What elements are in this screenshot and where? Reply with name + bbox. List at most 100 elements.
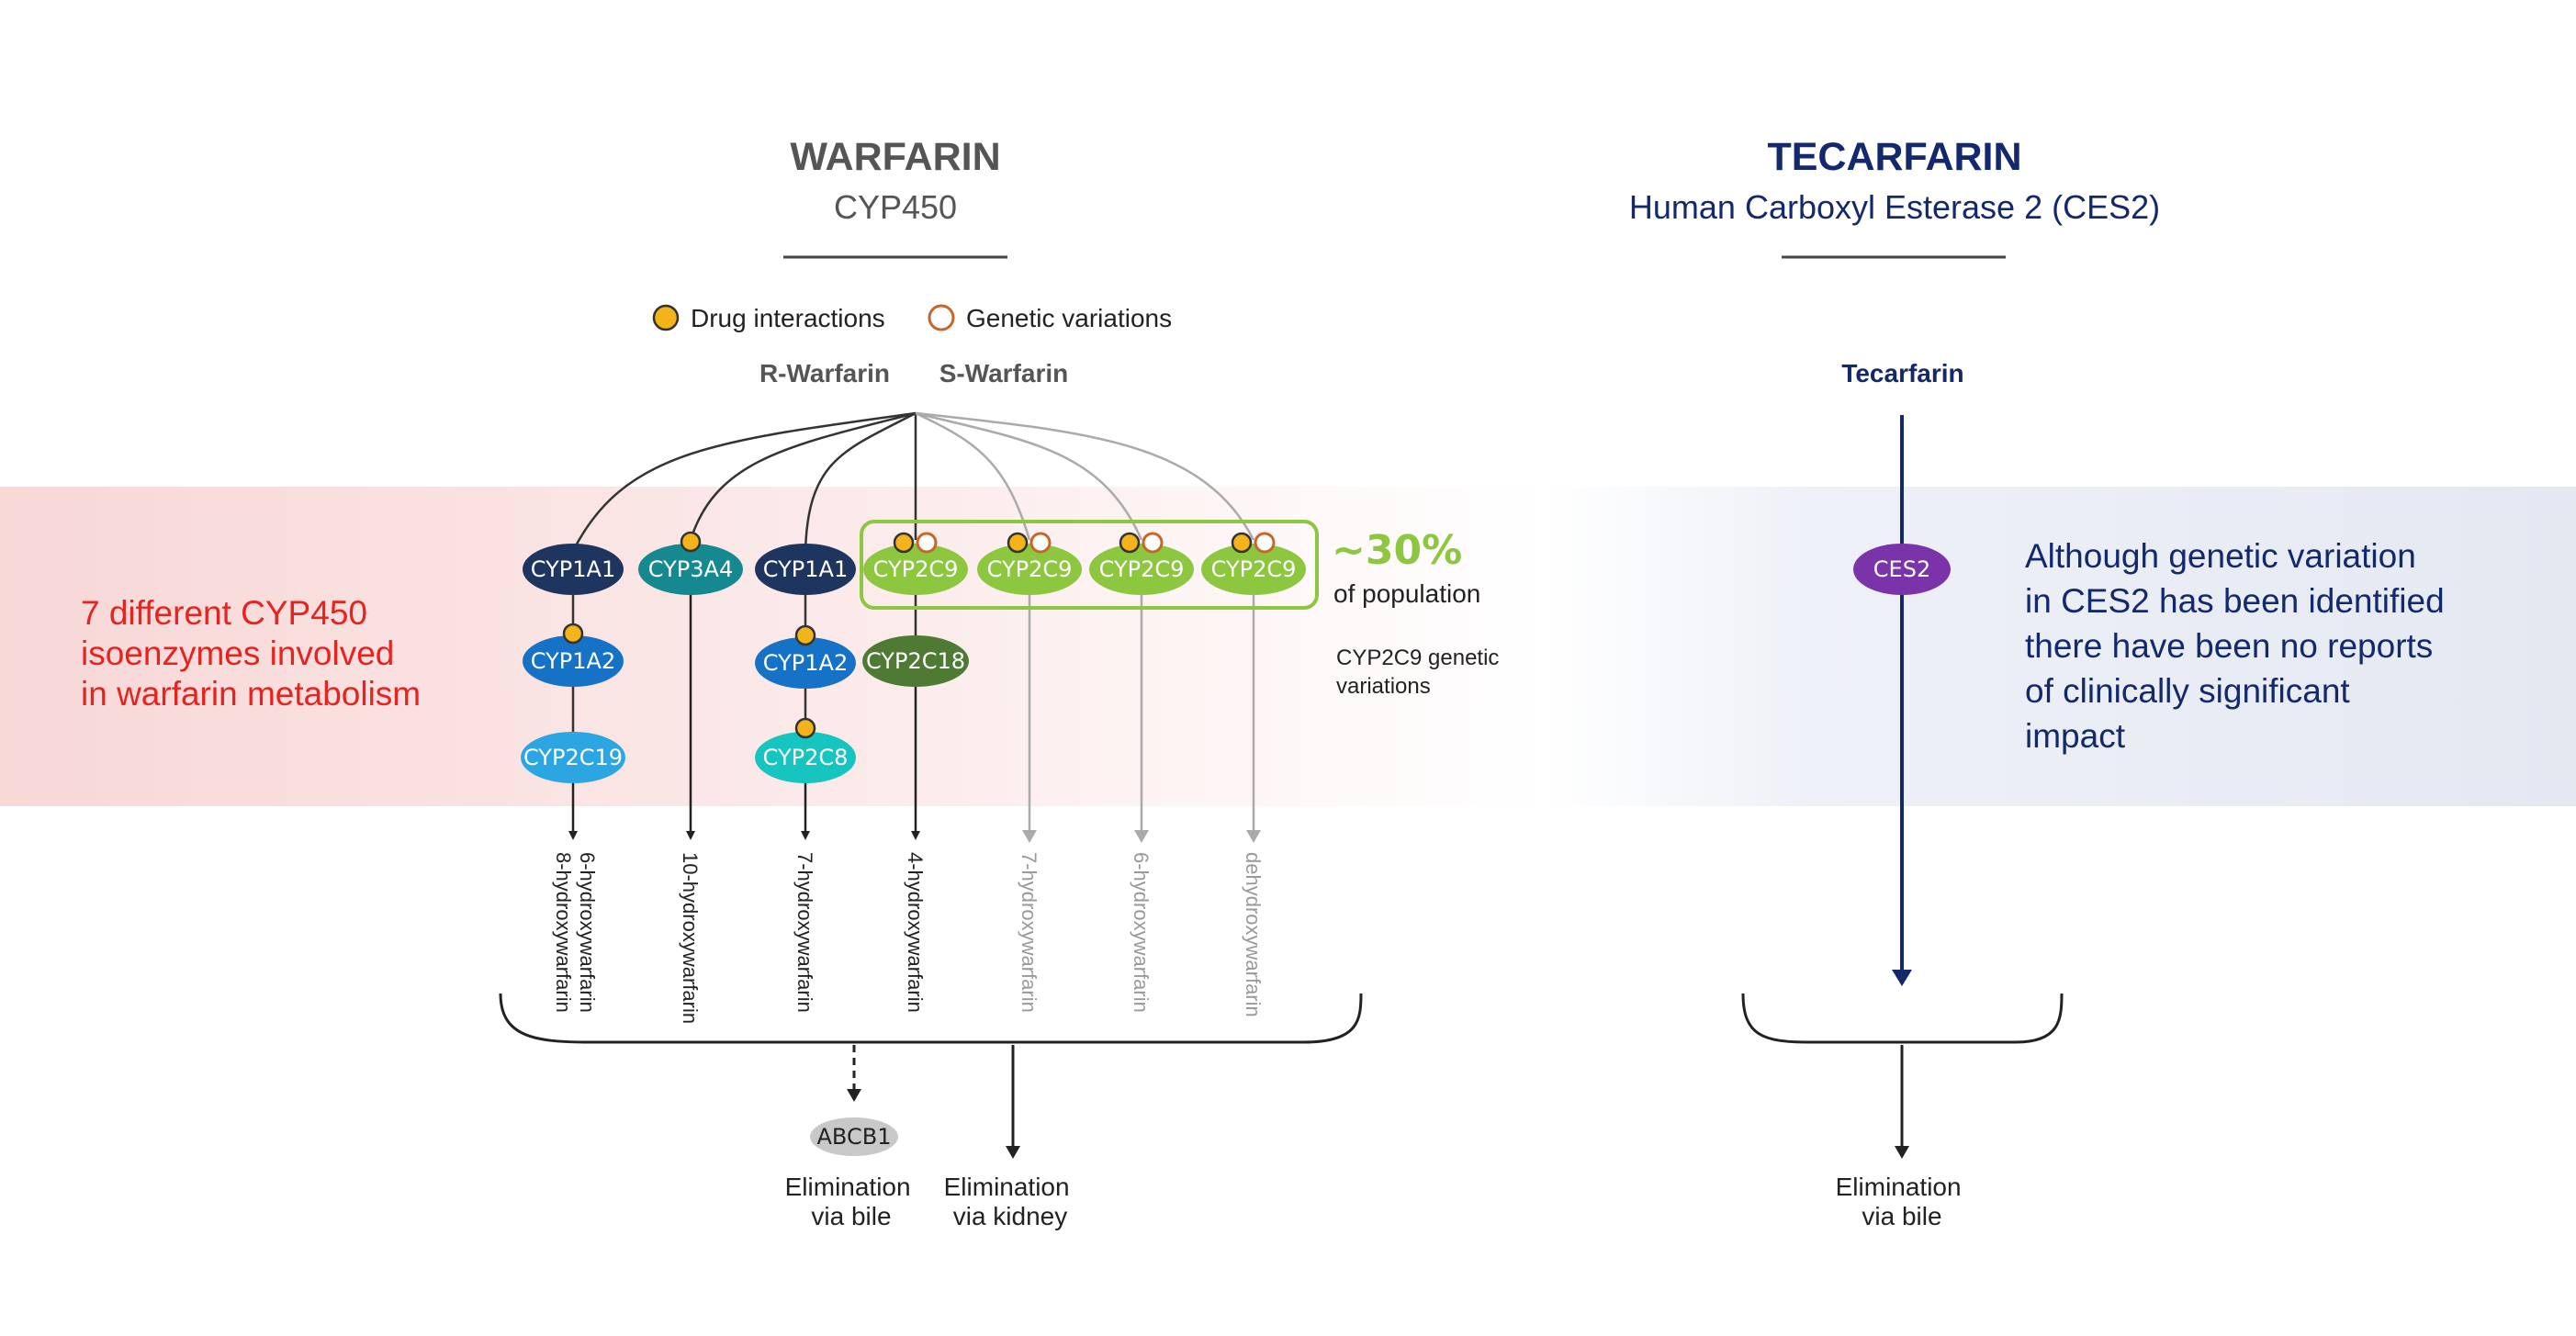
interaction-dot-icon [794,717,816,739]
ces2-label: CES2 [1873,556,1930,582]
cyp2c9-note-line1: CYP2C9 genetic [1336,646,1499,670]
tec-note-line5: impact [2025,717,2126,755]
warfarin-title: WARFARIN [790,135,1000,179]
cyp1a2-label-col1: CYP1A2 [531,648,615,674]
metabolite-6-hydroxywarfarin-s: 6-hydroxywarfarin [1130,852,1153,1013]
tec-note-line4: of clinically significant [2025,672,2350,710]
cyp2c9-group-box [860,520,1319,610]
cyp2c9-enzyme-3 [1089,544,1194,595]
legend-interaction-label: Drug interactions [691,304,885,332]
cyp1a1-label-col1: CYP1A1 [531,556,615,582]
tec-elim-line1: Elimination [1836,1173,1962,1201]
metabolite-labels: 6-hydroxywarfarin 8-hydroxywarfarin 10-h… [552,852,1265,1024]
interaction-dot-icon [794,624,816,646]
branch-cyp2c9-3 [915,411,1143,541]
percent-caption: of population [1333,579,1480,608]
cyp2c19-enzyme [521,732,625,783]
marker-dots [562,531,1276,739]
cyp2c8-label: CYP2C8 [763,745,849,770]
side-note-line2: isoenzymes involved [81,634,394,672]
abcb1-label: ABCB1 [817,1124,892,1150]
warfarin-elim-kidney: Elimination via kidney [944,1173,1077,1230]
percent-callout: ~30% [1332,527,1462,574]
legend-genetic-label: Genetic variations [966,304,1172,332]
metabolite-7-hydroxywarfarin-s: 7-hydroxywarfarin [1018,852,1041,1013]
genetic-ring-icon [1029,532,1052,554]
cyp2c9-enzyme-4 [1201,544,1306,595]
tecarfarin-drug-label: Tecarfarin [1841,359,1963,387]
r-warfarin-label: R-Warfarin [759,359,890,387]
cyp2c9-label-4: CYP2C9 [1211,556,1297,582]
cyp2c9-enzyme-1 [863,544,968,595]
interaction-dot-icon [1119,532,1141,554]
cyp3a4-enzyme [638,544,743,595]
interaction-dot-icon [1007,532,1029,554]
warfarin-branches [571,411,1255,552]
interaction-dot-icon [652,304,680,331]
cyp2c18-enzyme [862,635,969,687]
cyp1a2-label-col3: CYP1A2 [763,650,848,676]
arrow-col7 [1246,830,1261,843]
branch-cyp2c9-4 [915,411,1255,541]
tec-note-line2: in CES2 has been identified [2025,582,2445,620]
cyp2c9-label-1: CYP2C9 [873,556,959,582]
tecarfarin-side-note: Although genetic variation in CES2 has b… [2025,537,2454,755]
metabolite-7-hydroxywarfarin-r: 7-hydroxywarfarin [793,852,816,1013]
branch-cyp1a1-b [804,411,917,552]
interaction-dot-icon [680,531,702,553]
side-note-line3: in warfarin metabolism [81,675,421,713]
tec-note-line1: Although genetic variation [2025,537,2416,575]
warfarin-side-note: 7 different CYP450 isoenzymes involved i… [81,594,421,713]
interaction-dot-icon [562,623,584,645]
genetic-ring-icon [928,304,955,331]
metabolite-dehydroxywarfarin: dehydroxywarfarin [1242,852,1265,1017]
branch-cyp3a4 [689,411,917,541]
cyp2c9-enzyme-2 [977,544,1082,595]
cyp1a1-enzyme-col1 [523,544,624,595]
cyp2c19-label: CYP2C19 [523,745,623,770]
cyp2c9-note: CYP2C9 genetic variations [1336,646,1505,699]
side-note-line1: 7 different CYP450 [81,594,367,632]
cyp1a2-enzyme-col1 [523,635,624,687]
tecarfarin-bile-arrowhead [1895,1146,1909,1159]
cyp1a1-enzyme-col3 [755,544,856,595]
genetic-ring-icon [1254,532,1276,554]
cyp2c9-note-line2: variations [1336,674,1431,699]
warfarin-elim-bile: Elimination via bile [785,1173,918,1230]
warfarin-subtitle: CYP450 [834,188,957,226]
tecarfarin-arrowhead [1892,970,1912,986]
branch-cyp2c9-2 [915,411,1031,541]
bile-arrowhead [847,1089,861,1102]
warfarin-stems [568,588,1261,843]
interaction-dot-icon [893,532,915,554]
arrow-col6 [1134,830,1149,843]
cyp2c18-label: CYP2C18 [866,648,965,674]
cyp1a2-enzyme-col3 [755,637,856,689]
s-warfarin-label: S-Warfarin [939,359,1069,387]
ces2-enzyme [1853,544,1951,595]
arrow-col5 [1022,830,1037,843]
genetic-ring-icon [916,532,938,554]
elim-kidney-line2: via kidney [953,1202,1068,1230]
warfarin-brace [499,993,1363,1044]
cyp2c8-enzyme [755,732,856,783]
tecarfarin-subtitle: Human Carboxyl Esterase 2 (CES2) [1629,188,2160,226]
tec-elim-line2: via bile [1862,1202,1941,1230]
kidney-arrowhead [1006,1146,1020,1159]
elim-bile-line1: Elimination [785,1173,911,1201]
metabolite-8-hydroxywarfarin: 8-hydroxywarfarin [552,852,575,1013]
tecarfarin-band [1543,487,2576,806]
cyp2c9-label-2: CYP2C9 [987,556,1073,582]
branch-cyp1a1-a [571,411,917,552]
cyp2c9-label-3: CYP2C9 [1099,556,1185,582]
genetic-ring-icon [1142,532,1164,554]
tecarfarin-elim-bile: Elimination via bile [1836,1173,1969,1230]
abcb1-transporter [810,1117,898,1156]
tecarfarin-title: TECARFARIN [1767,135,2021,179]
metabolite-4-hydroxywarfarin: 4-hydroxywarfarin [904,852,927,1013]
metabolite-6-hydroxywarfarin: 6-hydroxywarfarin [576,852,599,1013]
tec-note-line3: there have been no reports [2025,627,2433,665]
interaction-dot-icon [1231,532,1253,554]
elim-bile-line2: via bile [811,1202,891,1230]
